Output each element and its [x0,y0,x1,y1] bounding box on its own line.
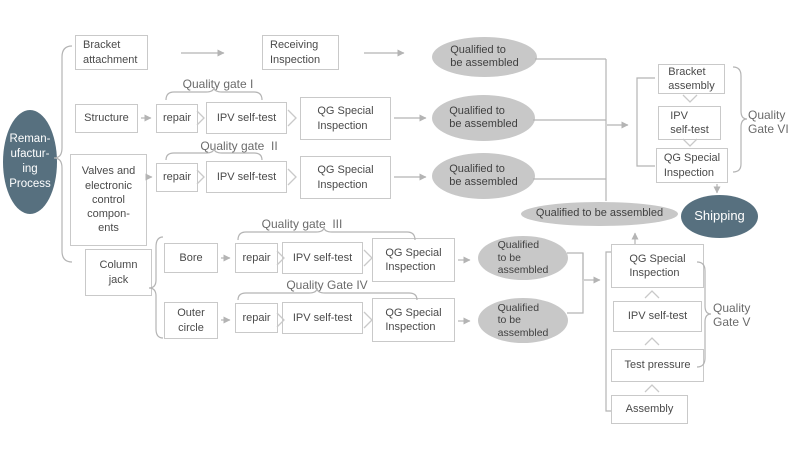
node-remanufacturing-process: Reman- ufactur- ing Process [3,110,57,214]
node-qualified-3: Qualified to be assembled [432,153,535,199]
node-ipv-self-test-3: IPV self-test [282,242,363,274]
node-receiving-inspection: Receiving Inspection [262,35,339,70]
node-bracket-assembly: Bracket assembly [658,64,725,94]
chevron-up-icon [644,337,660,346]
chevron-right-icon [363,249,373,267]
node-repair-1: repair [156,104,198,133]
node-ipv-self-test-4: IPV self-test [282,302,363,334]
label-quality-gate2: Quality gate II [200,139,278,153]
node-qg-special-5: QG Special Inspection [611,244,704,288]
node-qualified-4: Qualified to be assembled [478,236,568,280]
node-outer-circle: Outer circle [164,302,218,339]
node-qualified-flat: Qualified to be assembled [521,202,678,226]
node-bore: Bore [164,243,218,273]
node-structure: Structure [75,104,138,133]
label-quality-gate4: Quality Gate IV [286,278,368,292]
line-qualified45-merge [567,252,584,314]
bracket-gate6-left [636,77,655,167]
node-valves: Valves and electronic control compon- en… [70,154,147,246]
label-quality-gate1: Quality gate I [182,77,254,91]
chevron-down-icon [682,138,698,147]
node-shipping: Shipping [681,195,758,238]
node-qg-special-1: QG Special Inspection [300,97,391,140]
node-qualified-5: Qualified to be assembled [478,298,568,343]
chevron-up-icon [644,384,660,393]
chevron-right-icon [287,109,297,127]
node-qualified-1: Qualified to be assembled [432,37,537,77]
node-column-jack: Column jack [85,249,152,296]
chevron-right-icon [363,311,373,329]
chevron-right-icon [196,110,205,126]
chevron-right-icon [287,168,297,186]
node-test-pressure: Test pressure [611,349,704,382]
label-quality-gate5: Quality Gate V [713,301,751,330]
chevron-up-icon [644,290,660,299]
label-quality-gate6: Quality Gate VI [748,108,789,137]
chevron-right-icon [196,169,205,185]
node-bracket-attachment: Bracket attachment [75,35,148,70]
brace-quality-gate6 [732,66,748,173]
node-qg-special-4: QG Special Inspection [372,298,455,342]
node-ipv-self-test-5: IPV self-test [613,301,702,332]
node-ipv-self-test-1: IPV self-test [206,102,287,134]
chevron-down-icon [682,94,698,103]
node-repair-4: repair [235,303,278,333]
node-ipv-self-test-6: IPV self-test [658,106,721,140]
node-qg-special-6: QG Special Inspection [656,148,728,183]
label-quality-gate3: Quality gate III [261,217,343,231]
node-qualified-2: Qualified to be assembled [432,95,535,141]
node-repair-3: repair [235,243,278,273]
node-repair-2: repair [156,163,198,192]
node-qg-special-3: QG Special Inspection [372,238,455,282]
node-ipv-self-test-2: IPV self-test [206,161,287,193]
node-qg-special-2: QG Special Inspection [300,156,391,199]
node-assembly: Assembly [611,395,688,424]
